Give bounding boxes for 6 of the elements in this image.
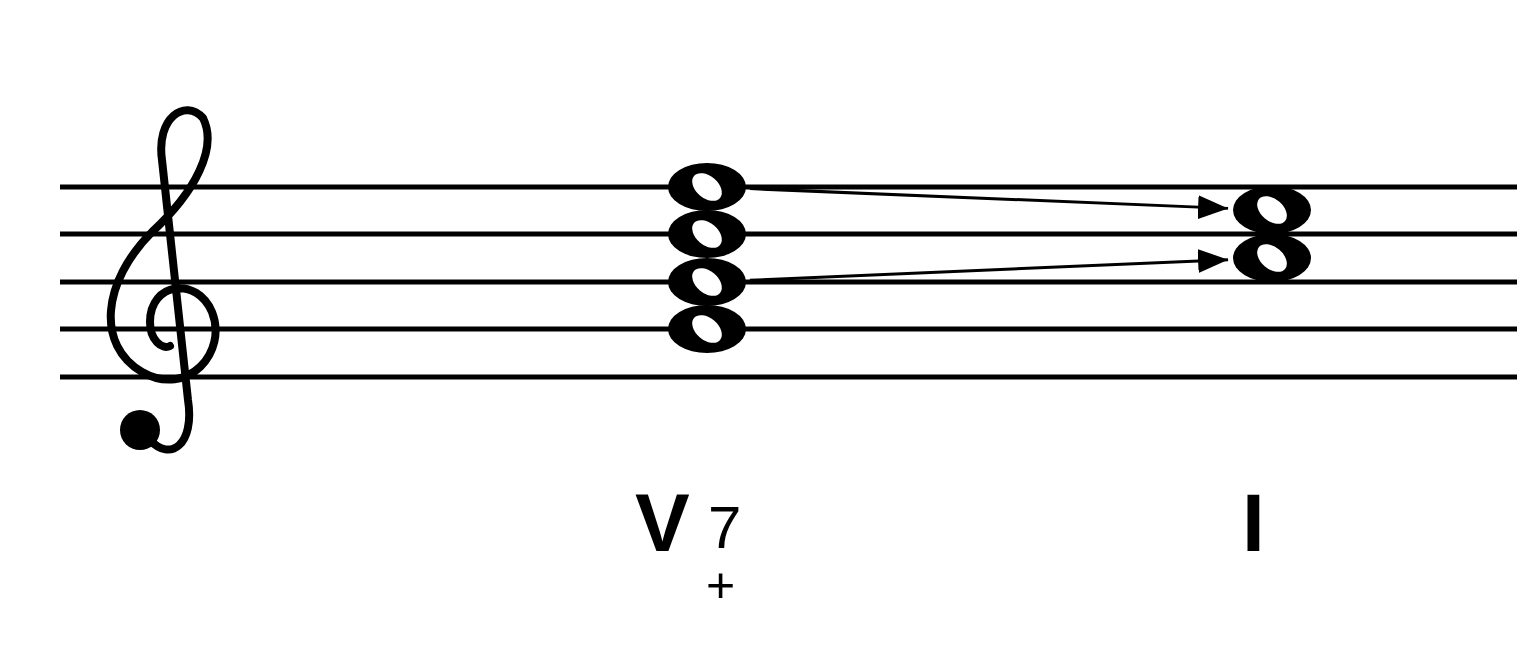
arrow [749, 249, 1229, 282]
roman-numeral: I [1242, 482, 1265, 564]
arrow [749, 187, 1229, 220]
raised-sign: + [706, 560, 736, 610]
roman-numeral: V [635, 482, 690, 564]
figured-bass-number: 7 [708, 498, 742, 558]
